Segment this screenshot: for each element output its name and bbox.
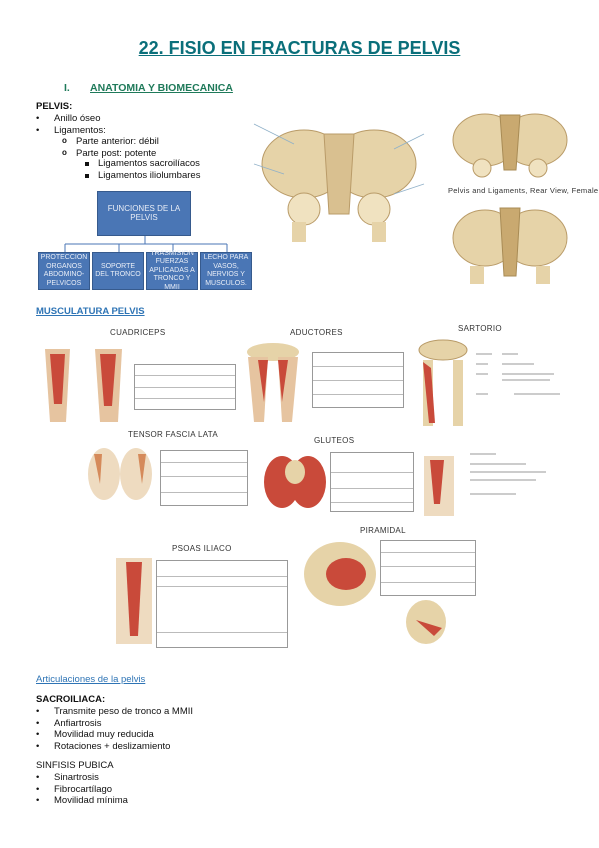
- list-item: Sinartrosis: [36, 772, 128, 784]
- cuadriceps-illustration: [45, 349, 122, 422]
- list-item: Parte post: potente: [62, 147, 159, 160]
- psoas-table: [156, 560, 288, 648]
- list-item: Ligamentos iliolumbares: [84, 170, 200, 182]
- list-item: Fibrocartílago: [36, 784, 128, 796]
- diagram-child-box: SOPORTE DEL TRONCO: [92, 252, 144, 290]
- piramidal-illustration: [304, 542, 376, 606]
- sacroiliaca-list: Transmite peso de tronco a MMII Anfiartr…: [36, 706, 193, 752]
- pelvis-ligaments-illustration: [253, 123, 425, 242]
- sinfisis-heading: SINFISIS PUBICA: [36, 760, 114, 771]
- piramidal-table: [380, 540, 476, 596]
- caption-cuadriceps: CUADRICEPS: [110, 328, 166, 337]
- pelvis-list: Anillo óseo Ligamentos:: [36, 113, 106, 136]
- aductores-illustration: [247, 343, 299, 422]
- aductores-table: [312, 352, 404, 408]
- caption-sartorio: SARTORIO: [458, 324, 502, 333]
- caption-psoas-iliaco: PSOAS ILIACO: [172, 544, 232, 553]
- list-item: Movilidad mínima: [36, 795, 128, 807]
- piramidal-detail-illustration: [406, 600, 446, 644]
- gluteos-illustration: [264, 456, 326, 508]
- diagram-root-box: FUNCIONES DE LA PELVIS: [97, 191, 191, 236]
- pelvis-female-illustration: [452, 207, 568, 284]
- page-title: 22. FISIO EN FRACTURAS DE PELVIS: [138, 38, 461, 58]
- caption-tensor-fascia-lata: TENSOR FASCIA LATA: [128, 430, 219, 439]
- list-item: Movilidad muy reducida: [36, 729, 193, 741]
- caption-gluteos: GLUTEOS: [314, 436, 355, 445]
- gluteo-medio-illustration: [424, 456, 454, 516]
- pelvis-heading: PELVIS:: [36, 101, 73, 112]
- diagram-child-box: TRASMISION FUERZAS APLICADAS A TRONCO Y …: [146, 250, 198, 291]
- musculatura-heading: MUSCULATURA PELVIS: [36, 306, 145, 317]
- caption-aductores: ADUCTORES: [290, 328, 343, 337]
- list-item: Ligamentos:: [36, 125, 106, 137]
- list-item: Anfiartrosis: [36, 718, 193, 730]
- list-item: Parte anterior: débil: [62, 135, 159, 148]
- articulaciones-heading: Articulaciones de la pelvis: [36, 674, 146, 685]
- section-heading-anatomia: ANATOMIA Y BIOMECANICA: [90, 82, 233, 94]
- list-item: Anillo óseo: [36, 113, 106, 125]
- sartorio-illustration: [418, 339, 468, 426]
- pelvis-subsublist: Ligamentos sacroilíacos Ligamentos iliol…: [84, 158, 200, 181]
- diagram-child-box: PROTECCION ORGANOS ABDOMINO-PELVICOS: [38, 252, 90, 290]
- list-item: Rotaciones + deslizamiento: [36, 741, 193, 753]
- psoas-iliaco-illustration: [116, 558, 152, 644]
- tensor-table: [160, 450, 248, 506]
- pelvis-rear-view-caption: Pelvis and Ligaments, Rear View, Female: [448, 186, 599, 195]
- sinfisis-list: Sinartrosis Fibrocartílago Movilidad mín…: [36, 772, 128, 807]
- cuadriceps-table: [134, 364, 236, 410]
- pelvis-sublist: Parte anterior: débil Parte post: potent…: [62, 135, 159, 160]
- sacroiliaca-heading: SACROILIACA:: [36, 694, 106, 705]
- diagram-connectors: [64, 236, 228, 252]
- list-item: Transmite peso de tronco a MMII: [36, 706, 193, 718]
- sartorio-notes: [476, 353, 560, 395]
- gluteos-table: [330, 452, 414, 512]
- tensor-fascia-lata-illustration: [88, 448, 152, 500]
- section-number: I.: [64, 82, 70, 94]
- caption-piramidal: PIRAMIDAL: [360, 526, 406, 535]
- gluteo-notes: [470, 453, 546, 495]
- pelvis-rear-view-illustration: [452, 113, 568, 178]
- list-item: Ligamentos sacroilíacos: [84, 158, 200, 170]
- diagram-child-box: LECHO PARA VASOS, NERVIOS Y MUSCULOS.: [200, 252, 252, 290]
